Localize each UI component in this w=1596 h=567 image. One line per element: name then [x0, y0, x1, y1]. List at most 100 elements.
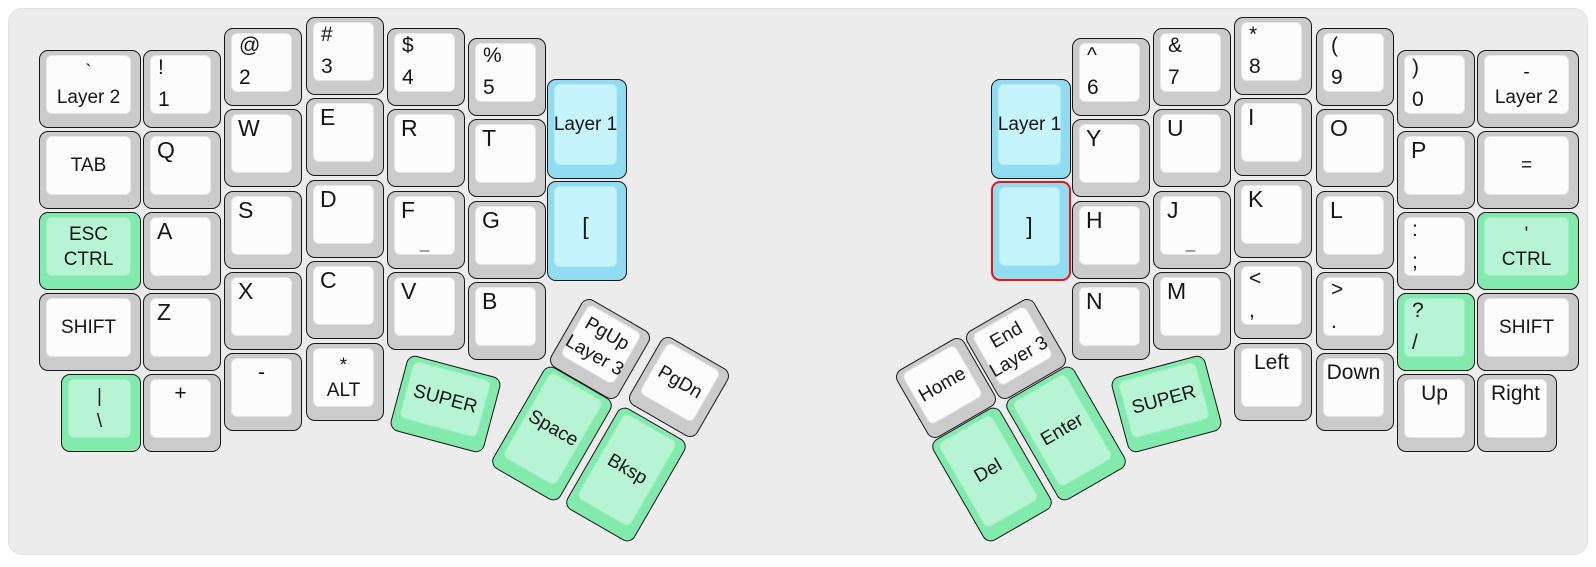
- keycap-face: N: [1079, 287, 1140, 346]
- keycap-face: [: [554, 186, 617, 267]
- key-right-n[interactable]: N: [1072, 282, 1150, 360]
- key-label: Left: [1253, 351, 1290, 374]
- keycap-face: &7: [1160, 33, 1221, 92]
- key-right-o[interactable]: O: [1316, 109, 1394, 187]
- key-label: E: [320, 104, 336, 130]
- key-left-layer1[interactable]: Layer 1: [547, 79, 627, 179]
- keycap-face: *ALT: [313, 348, 374, 407]
- key-left-r[interactable]: R: [387, 109, 465, 187]
- key-right-rbracket[interactable]: ]: [991, 181, 1071, 281]
- key-label: SHIFT: [61, 316, 116, 338]
- key-left-w[interactable]: W: [224, 109, 302, 187]
- key-left-1[interactable]: !1: [143, 50, 221, 128]
- key-left-s[interactable]: S: [224, 191, 302, 269]
- key-left-e[interactable]: E: [306, 98, 384, 176]
- key-label: Layer 2: [56, 86, 121, 108]
- key-label: |: [97, 385, 102, 407]
- key-left-pipe-backslash[interactable]: |\: [61, 374, 141, 452]
- key-left-g[interactable]: G: [468, 201, 546, 279]
- key-label: Y: [1086, 125, 1102, 151]
- key-left-b[interactable]: B: [468, 282, 546, 360]
- key-label: CTRL: [63, 248, 114, 270]
- key-right-arrow-left[interactable]: Left: [1234, 343, 1312, 421]
- key-left-lbracket[interactable]: [: [547, 181, 627, 281]
- keycap-face: A: [150, 217, 211, 276]
- key-label: SUPER: [1129, 380, 1199, 419]
- key-label: Del: [970, 454, 1006, 488]
- keycap-face: M: [1160, 277, 1221, 336]
- keycap-face: V: [394, 277, 455, 336]
- key-label: K: [1248, 186, 1264, 212]
- key-label: Layer 1: [997, 113, 1062, 135]
- key-right-minus-layer2[interactable]: -Layer 2: [1477, 50, 1579, 128]
- key-label: ]: [1026, 213, 1033, 239]
- key-label: Layer 1: [553, 113, 618, 135]
- key-left-super[interactable]: SUPER: [388, 353, 503, 455]
- key-right-m[interactable]: M: [1153, 272, 1231, 350]
- key-right-i[interactable]: I: [1234, 98, 1312, 176]
- keycap-face: Down: [1323, 358, 1384, 417]
- key-label: +: [174, 382, 187, 405]
- key-left-5[interactable]: %5: [468, 38, 546, 116]
- key-right-arrow-down[interactable]: Down: [1316, 353, 1394, 431]
- keycap-face: F_: [394, 196, 455, 255]
- key-right-u[interactable]: U: [1153, 109, 1231, 187]
- keycap-face: Layer 1: [554, 84, 617, 165]
- key-left-tab[interactable]: TAB: [39, 131, 141, 209]
- key-left-3[interactable]: #3: [306, 17, 384, 95]
- keycap-face: O: [1323, 114, 1384, 173]
- key-right-k[interactable]: K: [1234, 180, 1312, 258]
- key-left-t[interactable]: T: [468, 119, 546, 197]
- keycap-face: Left: [1241, 348, 1302, 407]
- key-right-j[interactable]: J_: [1153, 191, 1231, 269]
- key-left-q[interactable]: Q: [143, 131, 221, 209]
- keycap-face: I: [1241, 103, 1302, 162]
- key-left-plus[interactable]: +: [143, 374, 221, 452]
- key-right-comma[interactable]: <,: [1234, 261, 1312, 339]
- key-right-super[interactable]: SUPER: [1109, 353, 1224, 455]
- keycap-face: +: [150, 379, 211, 438]
- keycap-face: `Layer 2: [46, 55, 131, 114]
- key-label: &: [1168, 34, 1183, 57]
- key-right-period[interactable]: >.: [1316, 272, 1394, 350]
- key-label: =: [1520, 154, 1533, 176]
- key-right-question-slash[interactable]: ?/: [1397, 293, 1475, 371]
- key-right-arrow-up[interactable]: Up: [1397, 374, 1475, 452]
- key-left-backtick-layer2[interactable]: `Layer 2: [39, 50, 141, 128]
- key-left-minus[interactable]: -: [224, 353, 302, 431]
- key-label: U: [1167, 115, 1184, 141]
- keycap-face: T: [475, 124, 536, 183]
- key-right-p[interactable]: P: [1397, 131, 1475, 209]
- keycap-face: D: [313, 185, 374, 244]
- key-right-quote-ctrl[interactable]: 'CTRL: [1477, 212, 1579, 290]
- key-right-h[interactable]: H: [1072, 201, 1150, 279]
- key-right-arrow-right[interactable]: Right: [1477, 374, 1557, 452]
- key-left-shift[interactable]: SHIFT: [39, 293, 141, 371]
- keycap-face: Up: [1404, 379, 1465, 438]
- key-right-8[interactable]: *8: [1234, 17, 1312, 95]
- key-left-c[interactable]: C: [306, 261, 384, 339]
- key-left-d[interactable]: D: [306, 180, 384, 258]
- key-left-a[interactable]: A: [143, 212, 221, 290]
- key-right-shift[interactable]: SHIFT: [1477, 293, 1579, 371]
- key-left-f[interactable]: F_: [387, 191, 465, 269]
- key-left-4[interactable]: $4: [387, 28, 465, 106]
- key-left-star-alt[interactable]: *ALT: [306, 343, 384, 421]
- key-right-layer1[interactable]: Layer 1: [991, 79, 1071, 179]
- key-right-l[interactable]: L: [1316, 191, 1394, 269]
- key-right-y[interactable]: Y: [1072, 119, 1150, 197]
- key-right-6[interactable]: ^6: [1072, 38, 1150, 116]
- key-label: Bksp: [603, 449, 651, 490]
- key-left-v[interactable]: V: [387, 272, 465, 350]
- key-right-7[interactable]: &7: [1153, 28, 1231, 106]
- key-right-equals[interactable]: =: [1477, 131, 1579, 209]
- key-right-colon-semicolon[interactable]: :;: [1397, 212, 1475, 290]
- key-right-9[interactable]: (9: [1316, 28, 1394, 106]
- key-left-2[interactable]: @2: [224, 28, 302, 106]
- key-right-0[interactable]: )0: [1397, 50, 1475, 128]
- key-left-z[interactable]: Z: [143, 293, 221, 371]
- key-label: PgDn: [654, 360, 707, 403]
- key-left-x[interactable]: X: [224, 272, 302, 350]
